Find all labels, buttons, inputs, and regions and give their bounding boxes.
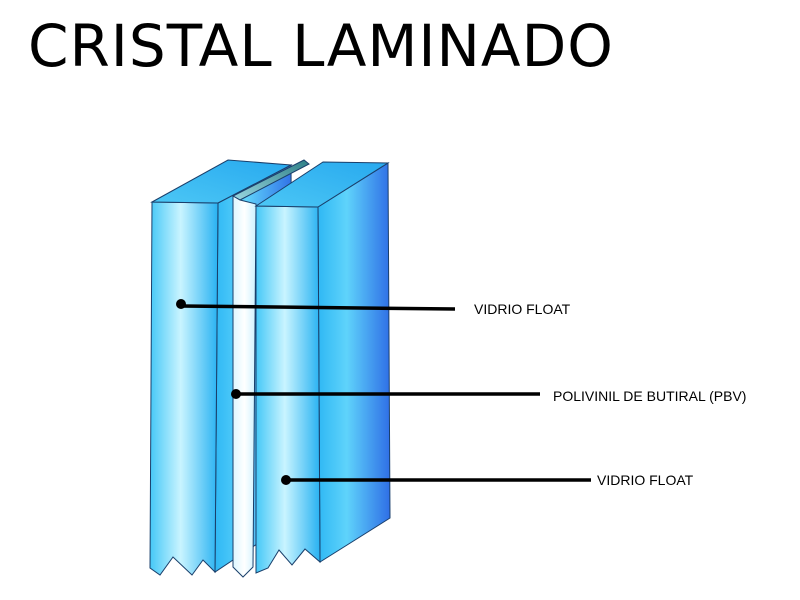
pane-back-front	[149, 201, 219, 576]
pane-front-top	[254, 161, 390, 208]
leader-1	[176, 299, 456, 311]
pane-back-top	[150, 159, 293, 204]
leader-2	[231, 389, 540, 399]
diagram-title: CRISTAL LAMINADO	[28, 12, 614, 80]
pvb-front	[232, 195, 257, 578]
leader-3-dot	[281, 475, 291, 485]
layer-label-pvb: POLIVINIL DE BUTIRAL (PBV)	[553, 388, 747, 404]
pane-front-side	[317, 162, 391, 563]
leader-2-dot	[231, 389, 241, 399]
pvb-interlayer	[231, 159, 310, 578]
glass-pane-front	[254, 161, 391, 574]
layer-label-float-glass-1: VIDRIO FLOAT	[474, 301, 571, 317]
layer-label-float-glass-2: VIDRIO FLOAT	[597, 472, 694, 488]
pane-front-front	[255, 205, 321, 574]
leader-1-dot	[176, 299, 186, 309]
leader-3	[281, 475, 591, 485]
